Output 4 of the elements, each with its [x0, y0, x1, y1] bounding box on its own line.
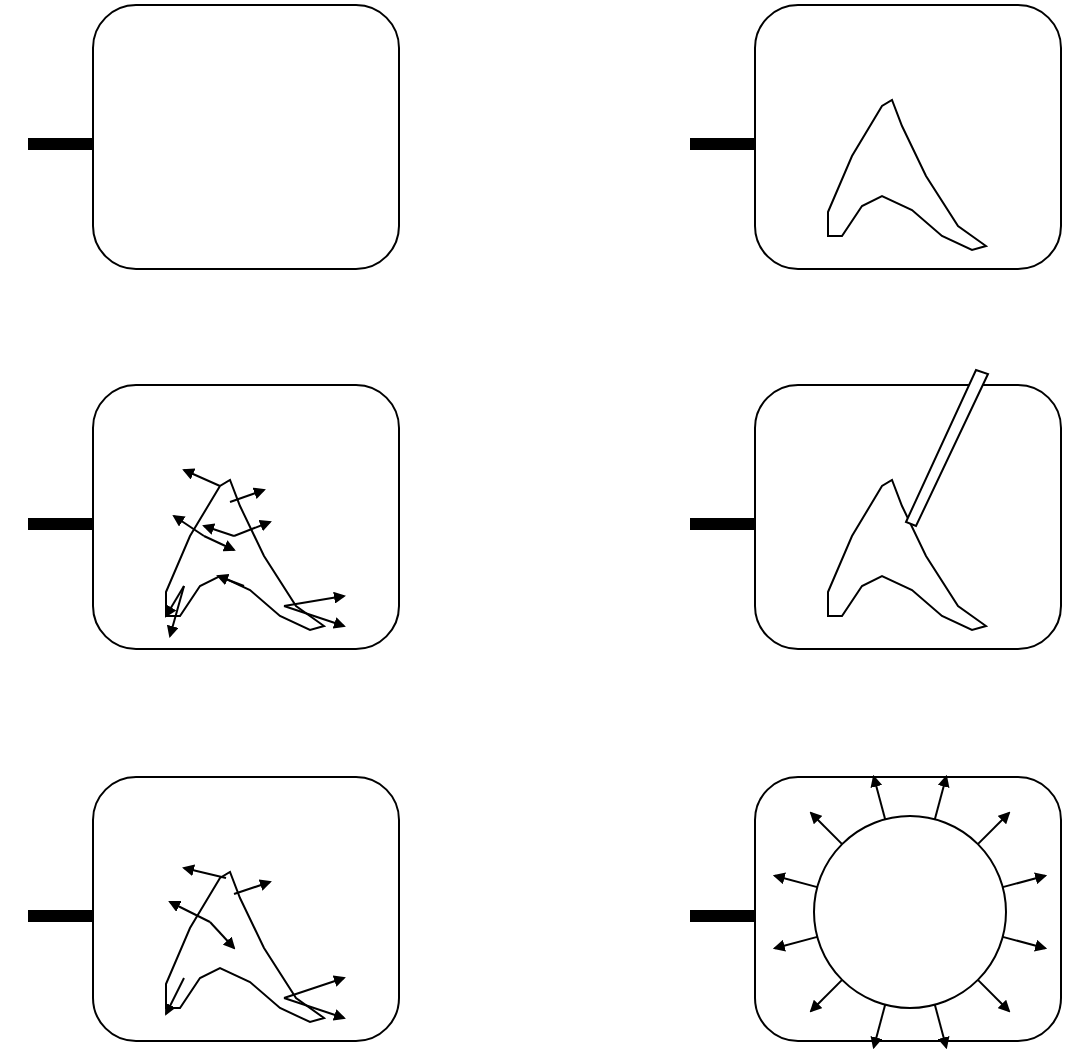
rounded-panel [92, 4, 400, 270]
rounded-panel [92, 384, 400, 650]
rounded-panel [754, 4, 1062, 270]
rounded-panel [92, 776, 400, 1042]
